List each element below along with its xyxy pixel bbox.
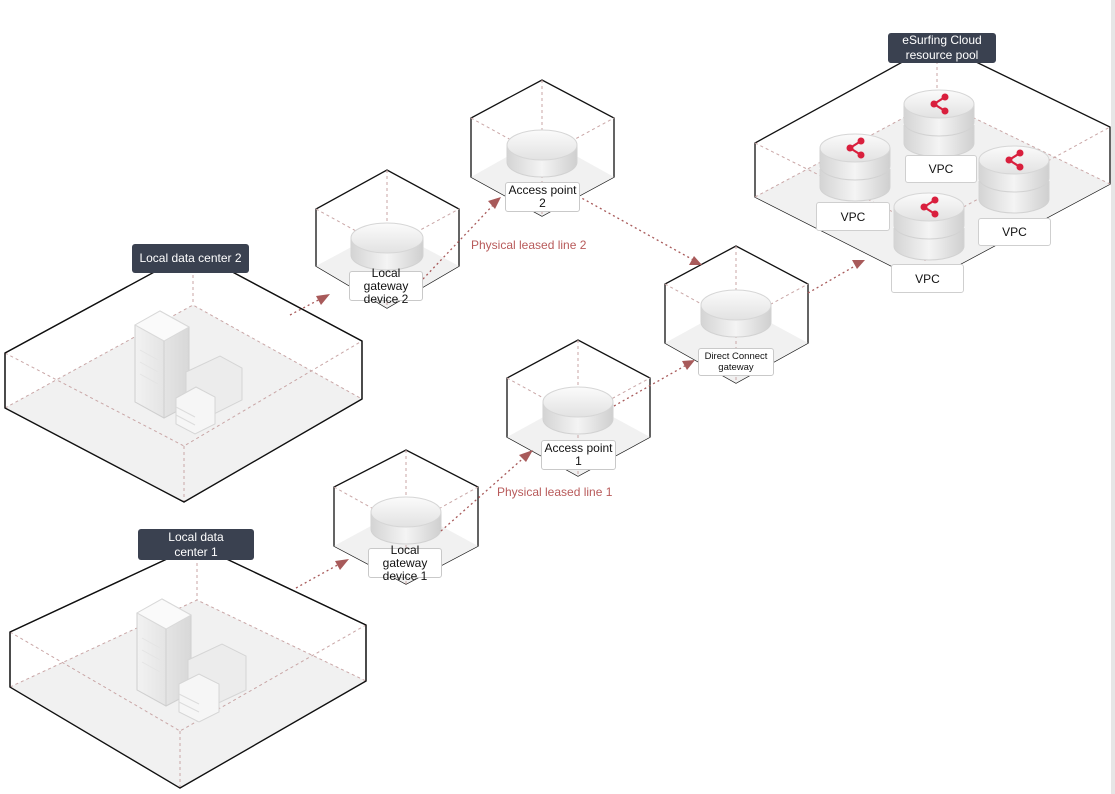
vpc-disk-top [903,89,975,158]
data-center-1-label: Local data center 1 [138,529,254,560]
disk-icon [370,496,442,545]
data-center-2-label: Local data center 2 [132,244,249,273]
leased-line-1-label: Physical leased line 1 [497,485,613,499]
connection-links [289,195,861,589]
access-point-2-label: Access point 2 [505,182,580,212]
disk-icon [350,222,424,271]
disk-icon [700,289,772,338]
data-center-2-box [4,250,363,503]
leased-line-2-label: Physical leased line 2 [471,238,587,252]
access-point-1-label: Access point 1 [541,440,616,470]
server-icon [133,310,243,435]
gateway-device-1-label: Local gateway device 1 [368,543,442,582]
data-center-1-box [9,544,367,789]
vpc-label: VPC [891,264,964,293]
vertical-scrollbar[interactable] [1111,0,1115,794]
vpc-label: VPC [816,202,890,231]
link-arrows [316,197,865,570]
share-icon [920,196,939,218]
direct-connect-label: Direct Connect gateway [698,348,774,376]
vpc-disk-left [819,133,891,202]
vpc-label: VPC [978,218,1051,246]
share-icon [1005,149,1024,171]
disk-icon [542,386,614,435]
gateway-device-2-label: Local gateway device 2 [349,266,423,305]
disk-icon [506,129,578,178]
share-icon [930,93,949,115]
vpc-label: VPC [905,155,977,183]
vpc-disk-bottom [893,192,965,261]
share-icon [846,137,865,159]
server-icon [135,598,247,723]
resource-pool-label: eSurfing Cloud resource pool [888,33,996,63]
vpc-disk-right [978,145,1050,214]
